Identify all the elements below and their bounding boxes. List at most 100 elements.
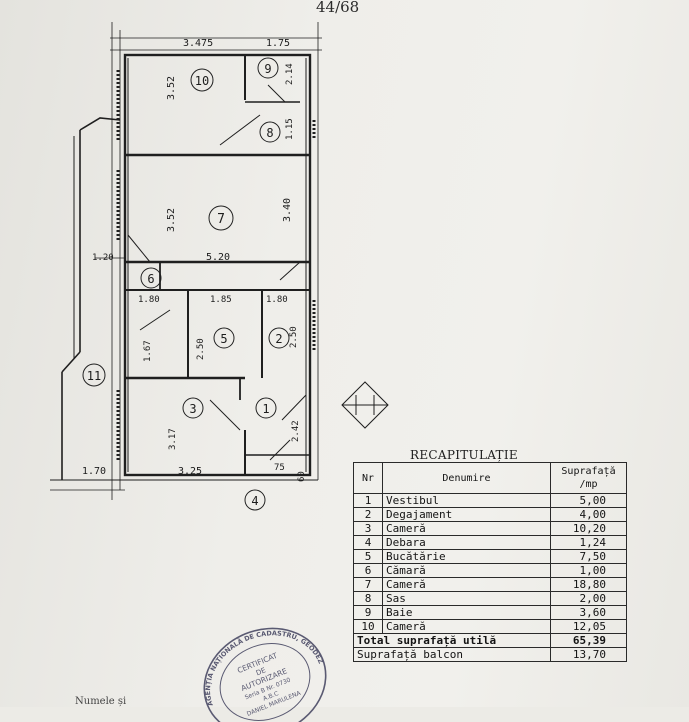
floor-plan: 44/68 [50,0,389,511]
row-nr: 6 [353,563,383,578]
row-name: Cameră [382,521,551,536]
svg-text:1.80: 1.80 [266,295,288,305]
svg-text:3.475: 3.475 [183,38,213,49]
svg-text:3: 3 [189,402,196,416]
room-marker-2: 2 [268,327,290,349]
row-area: 12,05 [550,619,627,634]
svg-text:7: 7 [217,212,225,227]
row-nr: 10 [353,619,383,634]
header-area: Suprafață /mp [550,462,627,494]
authorization-stamp: AGENȚIA NAȚIONALĂ DE CADASTRU, GEODEZIE … [198,612,327,722]
row-area: 5,00 [550,493,627,508]
svg-text:1.80: 1.80 [138,295,160,305]
svg-text:75: 75 [274,463,285,473]
balcony-value: 13,70 [550,647,627,662]
row-nr: 7 [353,577,383,592]
footer-note: Numele și [75,696,127,707]
room-marker-10: 10 [190,68,214,92]
svg-text:3.17: 3.17 [168,428,178,450]
stamp-line-2: DE [255,666,267,677]
row-name: Vestibul [382,493,551,508]
svg-text:2: 2 [275,332,282,346]
row-name: Baie [382,605,551,620]
svg-text:11: 11 [87,369,101,383]
row-name: Debara [382,535,551,550]
row-area: 18,80 [550,577,627,592]
table-title: RECAPITULAȚIE [410,448,518,462]
room-marker-3: 3 [182,397,204,419]
room-marker-6: 6 [140,267,162,289]
svg-text:2.50: 2.50 [196,338,206,360]
row-area: 1,24 [550,535,627,550]
header-name: Denumire [382,462,551,494]
plan-walls [50,22,389,500]
svg-text:1.85: 1.85 [210,295,232,305]
room-markers: 10 9 8 7 6 5 2 3 1 4 11 [82,57,290,511]
total-value: 65,39 [550,633,627,648]
room-marker-9: 9 [257,57,279,79]
row-nr: 9 [353,605,383,620]
row-name: Degajament [382,507,551,522]
room-marker-5: 5 [213,327,235,349]
room-marker-7: 7 [208,205,234,231]
row-nr: 8 [353,591,383,606]
row-nr: 4 [353,535,383,550]
svg-text:10: 10 [195,74,209,88]
svg-text:1.75: 1.75 [266,38,290,49]
svg-text:6: 6 [147,272,154,286]
svg-text:3.40: 3.40 [282,198,293,222]
room-marker-4: 4 [244,489,266,511]
row-area: 4,00 [550,507,627,522]
row-nr: 5 [353,549,383,564]
row-area: 2,00 [550,591,627,606]
row-name: Bucătărie [382,549,551,564]
svg-text:2.42: 2.42 [291,420,301,442]
svg-text:4: 4 [251,494,258,508]
table-header-row: Nr Denumire Suprafață /mp [353,462,627,494]
room-marker-11: 11 [82,363,106,387]
svg-text:5: 5 [220,332,227,346]
svg-text:3.52: 3.52 [166,208,177,232]
svg-text:8: 8 [266,126,273,140]
row-nr: 2 [353,507,383,522]
dimension-labels: 3.475 1.75 3.52 2.14 1.15 3.52 3.40 1.20… [82,38,307,482]
row-nr: 3 [353,521,383,536]
room-marker-1: 1 [255,397,277,419]
svg-text:1.15: 1.15 [285,118,295,140]
row-name: Cameră [382,577,551,592]
row-area: 7,50 [550,549,627,564]
row-name: Sas [382,591,551,606]
svg-text:1: 1 [262,402,269,416]
row-name: Cameră [382,619,551,634]
room-marker-8: 8 [259,121,281,143]
row-area: 3,60 [550,605,627,620]
row-area: 1,00 [550,563,627,578]
row-name: Cămară [382,563,551,578]
row-area: 10,20 [550,521,627,536]
svg-text:5.20: 5.20 [206,252,230,263]
header-nr: Nr [353,462,383,494]
svg-text:3.25: 3.25 [178,466,202,477]
total-label: Total suprafață utilă [353,633,551,648]
row-nr: 1 [353,493,383,508]
svg-text:9: 9 [264,62,271,76]
svg-text:1.20: 1.20 [92,253,114,263]
svg-text:2.14: 2.14 [285,63,295,85]
svg-text:3.52: 3.52 [166,76,177,100]
svg-text:2.50: 2.50 [289,326,299,348]
svg-text:60: 60 [297,471,307,482]
